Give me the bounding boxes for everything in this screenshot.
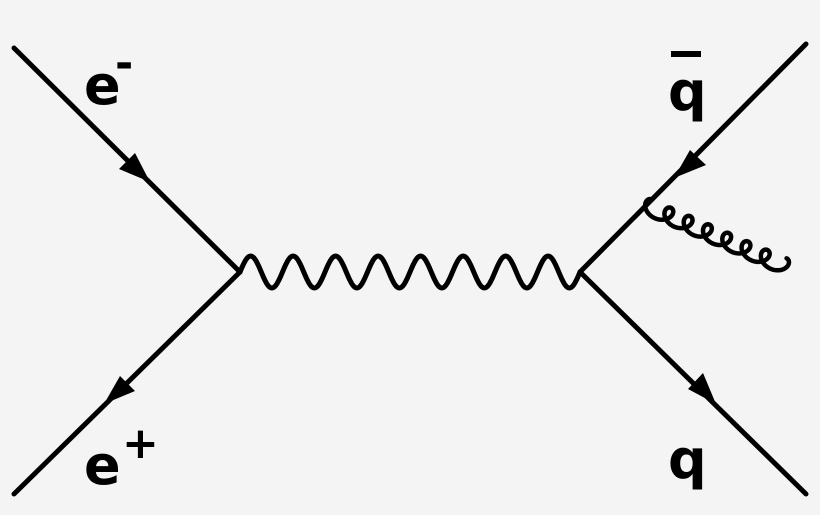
- quark-arrow: [688, 373, 716, 404]
- positron-arrow: [104, 376, 135, 404]
- quark-label: q: [668, 428, 707, 491]
- electron-label: e: [84, 54, 121, 117]
- positron-label: e: [84, 434, 121, 497]
- antiquark-arrow: [674, 150, 706, 178]
- antiquark-bar: [671, 51, 701, 57]
- quark-line: [577, 269, 809, 497]
- gluon: [642, 196, 792, 273]
- electron-charge: -: [115, 38, 133, 89]
- positron-charge: +: [122, 418, 159, 469]
- antiquark-label: q: [668, 60, 707, 123]
- photon-propagator: [237, 253, 583, 291]
- electron-arrow: [119, 153, 150, 182]
- electron-line: [11, 45, 243, 275]
